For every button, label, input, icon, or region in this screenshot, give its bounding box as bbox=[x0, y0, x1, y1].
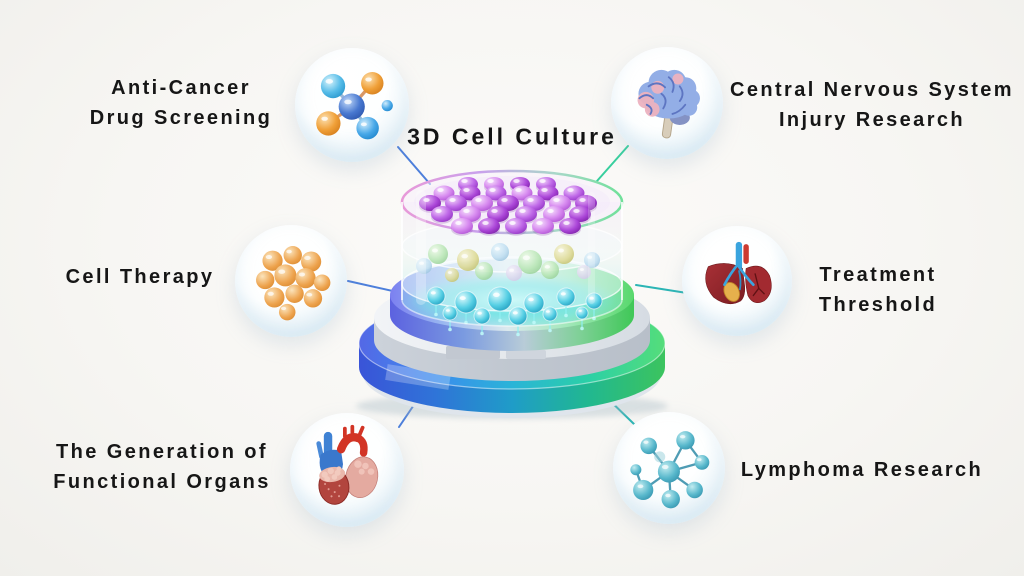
label-treatment: Treatment Threshold bbox=[818, 264, 938, 316]
label-organs: The Generation of Functional Organs bbox=[53, 441, 271, 493]
molecule-icon bbox=[316, 72, 394, 140]
icon-bubble-cns bbox=[611, 47, 723, 159]
label-cell-therapy: Cell Therapy bbox=[65, 266, 215, 288]
liver-icon bbox=[705, 241, 772, 304]
label-cns: Central Nervous System Injury Research bbox=[729, 79, 1015, 131]
icon-bubble-treatment bbox=[682, 226, 792, 336]
icon-bubble-cell-therapy bbox=[235, 225, 347, 337]
icon-bubble-lymphoma bbox=[613, 412, 725, 524]
label-anti-cancer: Anti-Cancer Drug Screening bbox=[89, 77, 273, 129]
heart-organ-icon bbox=[316, 425, 379, 505]
label-lymphoma: Lymphoma Research bbox=[740, 459, 984, 481]
cell-culture-dish-illustration bbox=[342, 150, 682, 430]
icon-bubble-organs bbox=[290, 413, 404, 527]
molecule-network-icon bbox=[630, 431, 710, 509]
brain-icon bbox=[637, 69, 701, 139]
icon-bubble-anti-cancer bbox=[295, 48, 409, 162]
page-title: 3D Cell Culture bbox=[407, 123, 617, 150]
dish-art bbox=[356, 169, 668, 419]
cell-cluster-icon bbox=[256, 246, 331, 321]
